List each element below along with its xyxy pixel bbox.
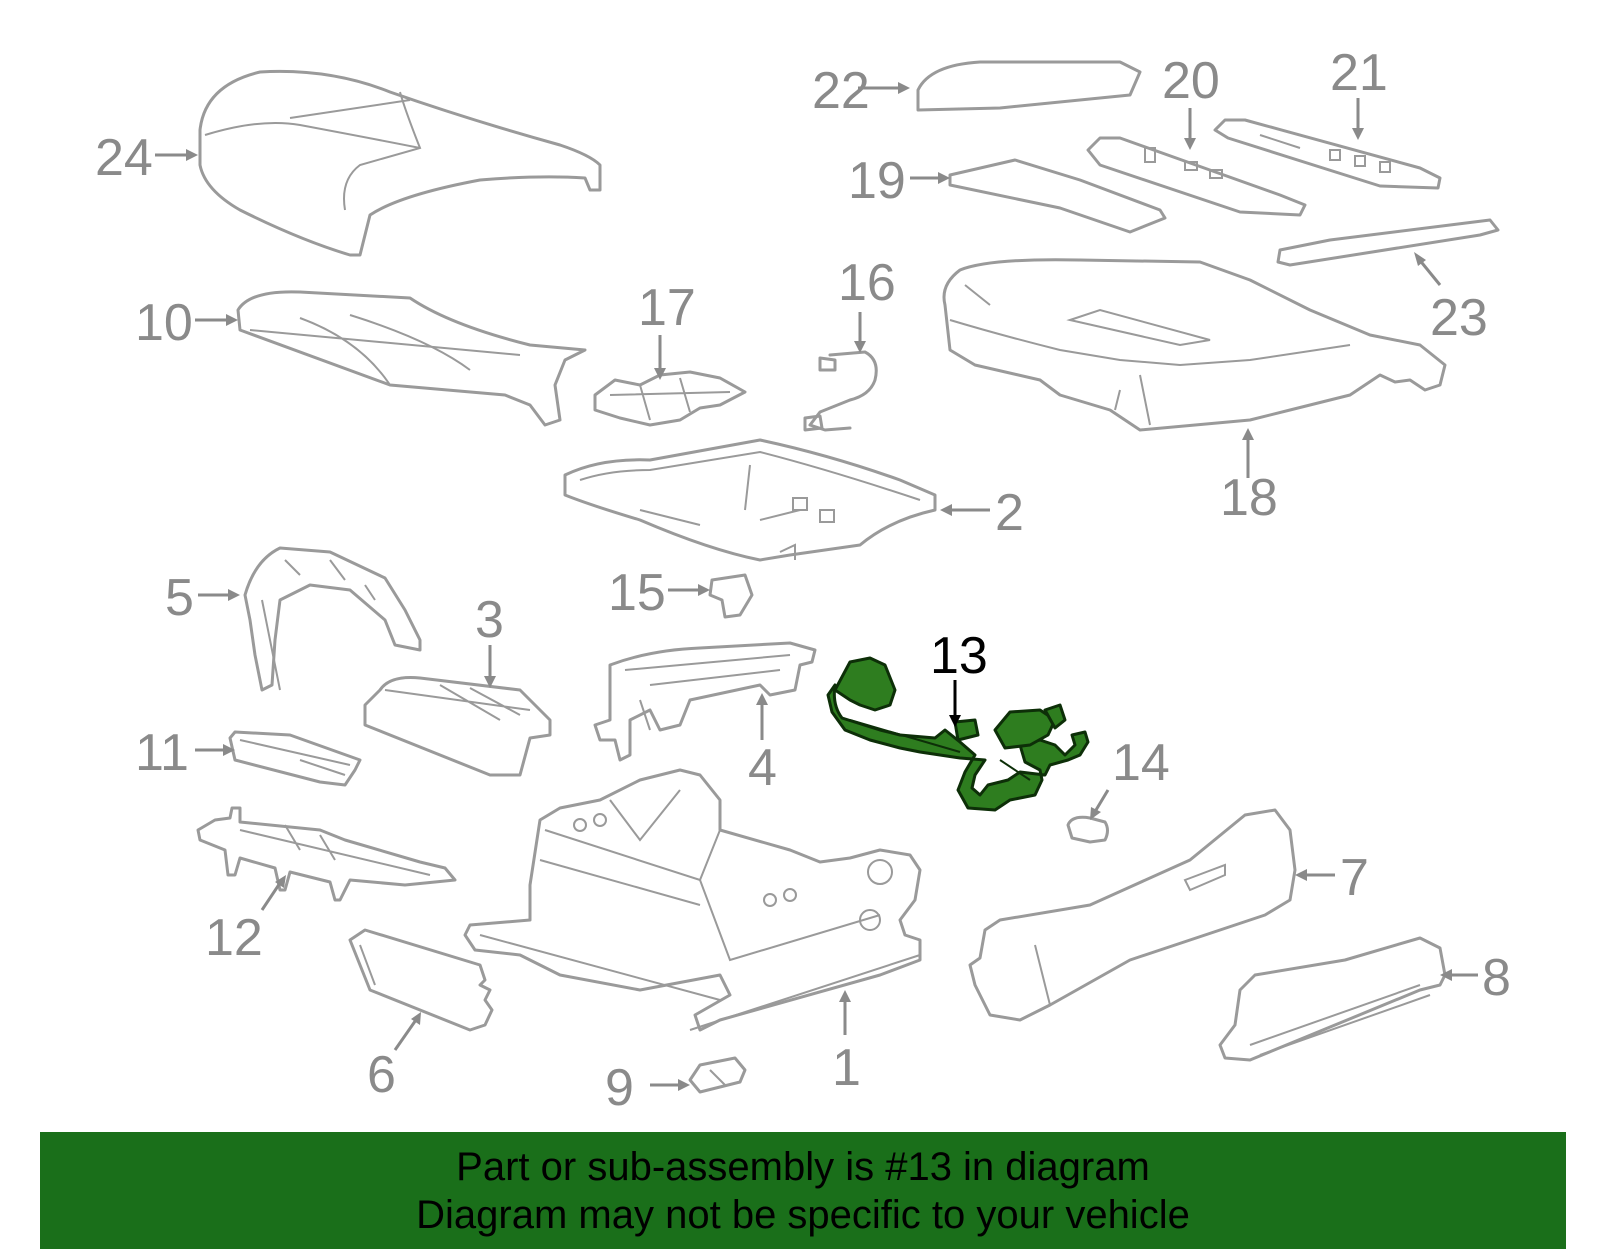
part-2-seat-pan[interactable] (563, 438, 937, 562)
banner-line-1: Part or sub-assembly is #13 in diagram (456, 1144, 1150, 1189)
arrowhead-19 (938, 172, 950, 184)
callout-1: 1 (832, 1039, 861, 1097)
callout-18: 18 (1220, 469, 1278, 527)
arrowhead-18 (1242, 428, 1254, 440)
arrowhead-21 (1352, 128, 1364, 140)
arrowhead-7 (1295, 869, 1307, 881)
part-23-strip[interactable] (1276, 218, 1500, 267)
part-15-bracket[interactable] (708, 573, 754, 619)
part-22-bolster-pad[interactable] (916, 60, 1142, 112)
part-4-bracket[interactable] (593, 641, 817, 762)
callout-16: 16 (838, 254, 896, 312)
part-8-outer-shield[interactable] (1218, 936, 1447, 1062)
part-21-heater-mat[interactable] (1213, 118, 1442, 190)
arrowhead-22 (898, 82, 910, 94)
leader-12 (260, 879, 284, 911)
arrowhead-3 (484, 676, 496, 688)
callout-7: 7 (1340, 849, 1369, 907)
callout-17: 17 (638, 279, 696, 337)
part-9-clip[interactable] (688, 1056, 747, 1094)
callout-12: 12 (205, 909, 263, 967)
arrowhead-8 (1440, 969, 1452, 981)
arrowhead-20 (1184, 138, 1196, 150)
arrowhead-15 (698, 584, 710, 596)
callout-22: 22 (812, 62, 870, 120)
arrowhead-11 (223, 744, 235, 756)
callout-6: 6 (367, 1046, 396, 1104)
callout-10: 10 (135, 294, 193, 352)
arrowhead-2 (940, 504, 952, 516)
part-16-wire-sensor[interactable] (803, 350, 878, 432)
callout-11: 11 (135, 724, 189, 782)
part-24-seat-cover[interactable] (198, 69, 602, 257)
callout-4: 4 (748, 739, 777, 797)
arrowhead-14 (1090, 807, 1101, 820)
callout-21: 21 (1330, 44, 1388, 102)
callout-20: 20 (1162, 52, 1220, 110)
part-3-module[interactable] (363, 676, 552, 777)
part-10-cushion-pad[interactable] (236, 290, 587, 427)
callout-9: 9 (605, 1059, 634, 1117)
part-12-rail-cover[interactable] (196, 806, 457, 902)
callout-15: 15 (608, 564, 666, 622)
arrowhead-6 (411, 1012, 421, 1025)
arrowhead-23 (1414, 252, 1426, 266)
part-20-heater-mat[interactable] (1086, 136, 1307, 217)
callout-19: 19 (848, 152, 906, 210)
info-banner: Part or sub-assembly is #13 in diagram D… (40, 1132, 1566, 1249)
arrowhead-1 (839, 990, 851, 1002)
callout-8: 8 (1482, 949, 1511, 1007)
part-6-side-cover[interactable] (348, 928, 494, 1032)
arrowhead-17 (654, 368, 666, 380)
part-19-pad[interactable] (948, 158, 1167, 234)
part-13-wire-harness[interactable] (826, 656, 1090, 812)
part-5-side-bracket[interactable] (243, 546, 422, 692)
arrowhead-13 (949, 715, 961, 727)
arrowhead-9 (678, 1079, 690, 1091)
part-14-cap[interactable] (1066, 815, 1109, 844)
arrowhead-10 (226, 314, 238, 326)
part-1-seat-adjuster[interactable] (463, 768, 922, 1032)
part-17-mat[interactable] (593, 370, 747, 427)
banner-line-2: Diagram may not be specific to your vehi… (416, 1192, 1190, 1237)
callout-23: 23 (1430, 289, 1488, 347)
leader-6 (393, 1016, 420, 1051)
arrowhead-5 (228, 589, 240, 601)
part-7-side-shield[interactable] (968, 808, 1297, 1022)
callout-13: 13 (930, 627, 988, 685)
part-11-module[interactable] (228, 730, 362, 787)
arrowhead-4 (756, 693, 768, 705)
arrowhead-24 (186, 149, 198, 161)
arrowhead-16 (854, 341, 866, 353)
part-18-cushion-foam[interactable] (942, 258, 1447, 432)
callout-2: 2 (995, 484, 1024, 542)
callout-3: 3 (475, 591, 504, 649)
callout-5: 5 (165, 569, 194, 627)
arrowhead-12 (275, 875, 286, 888)
callout-14: 14 (1112, 734, 1170, 792)
callout-24: 24 (95, 129, 153, 187)
